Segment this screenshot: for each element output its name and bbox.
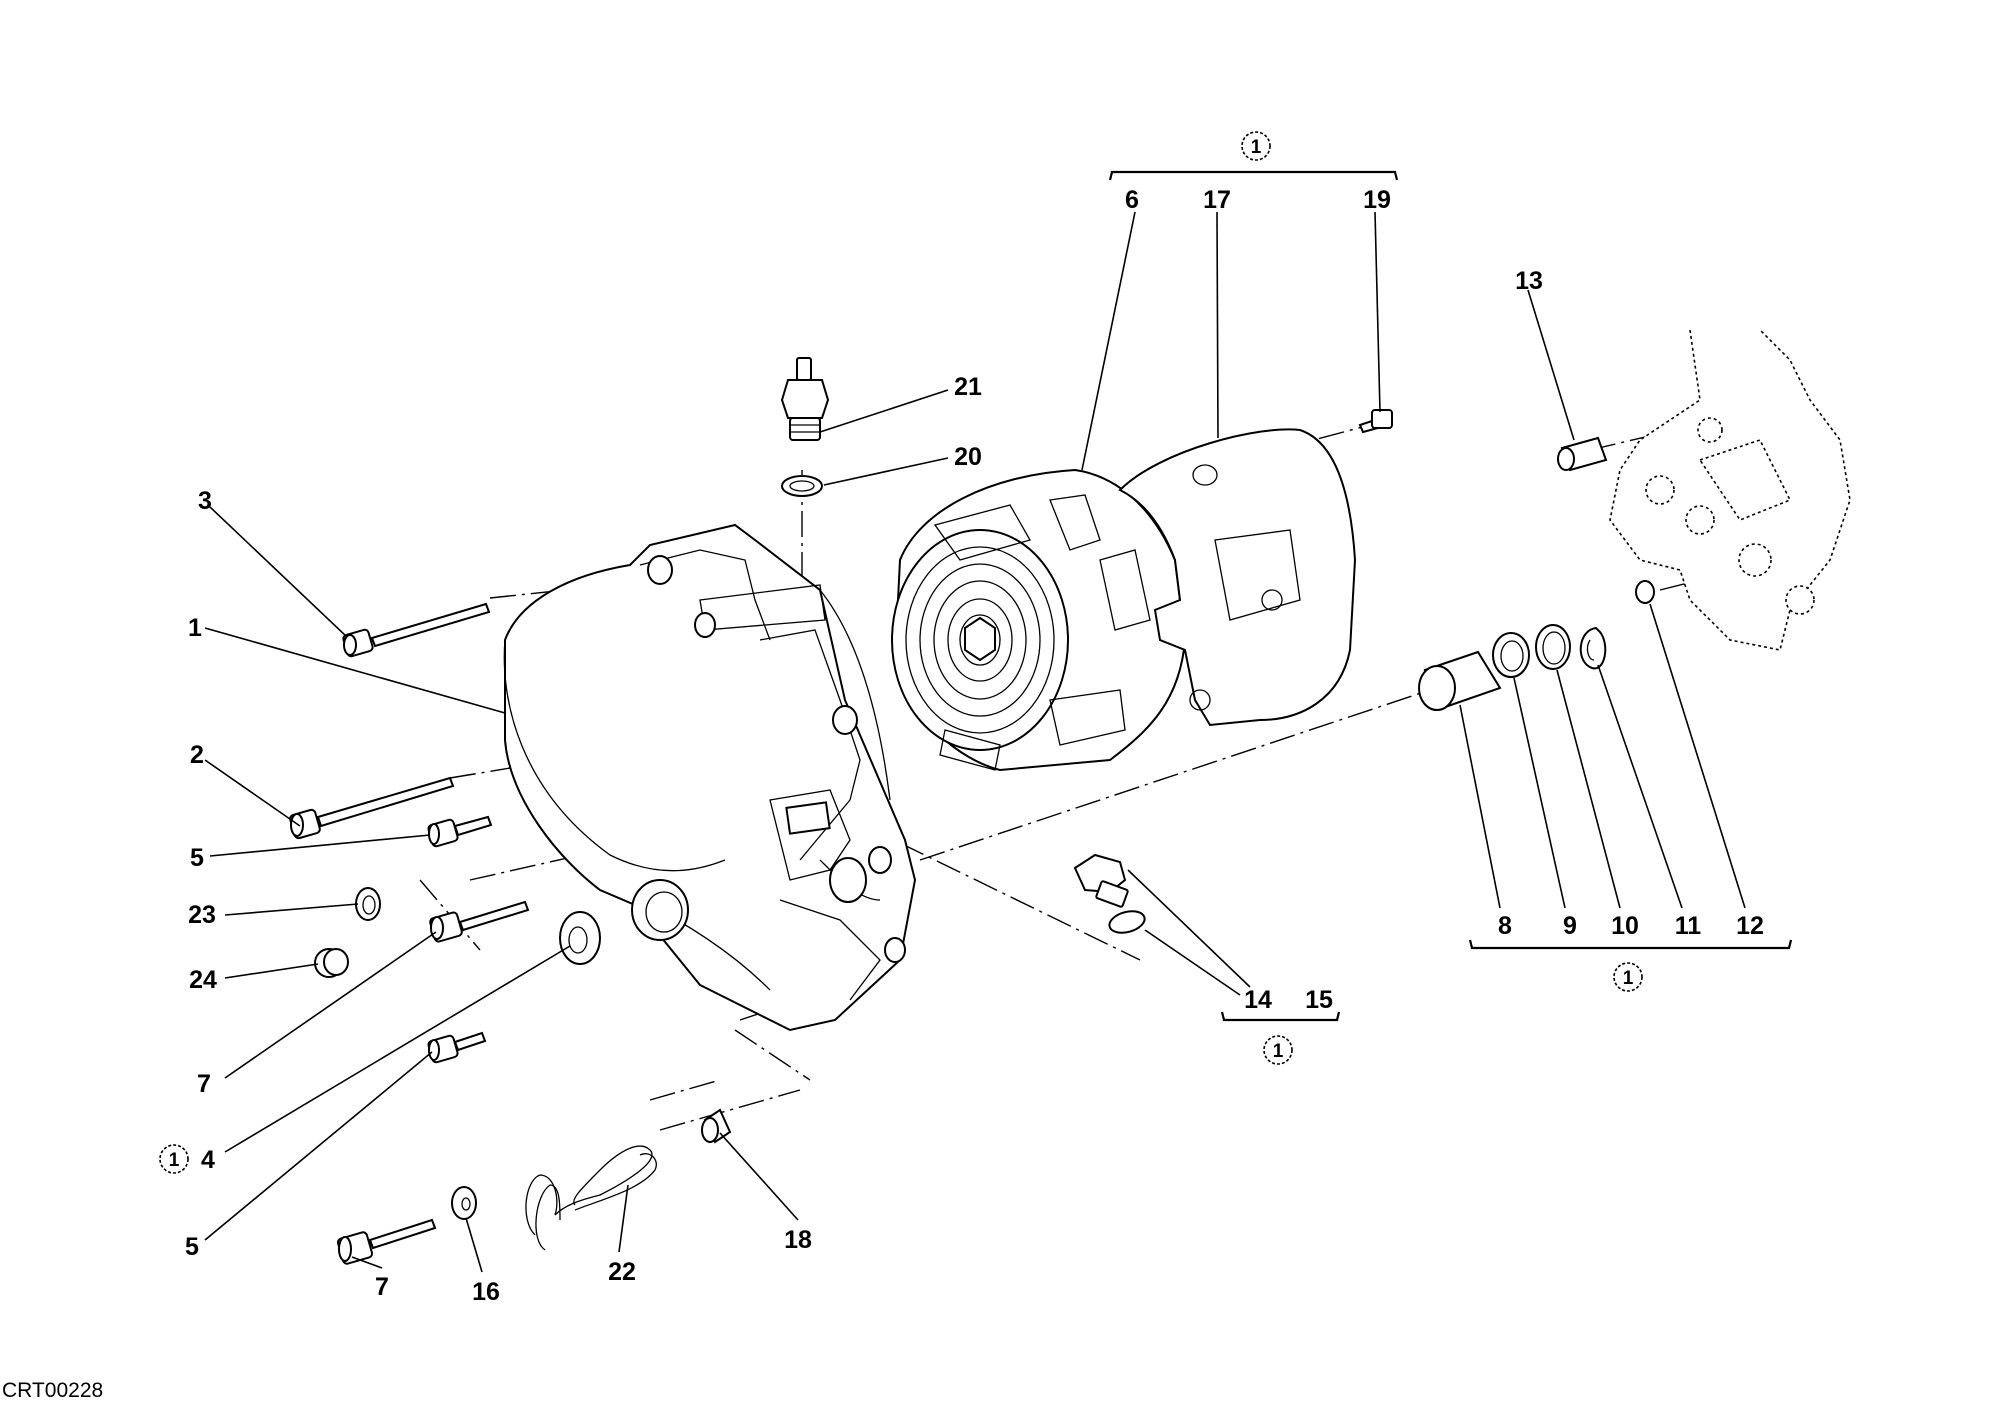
seal-ring-part-23 xyxy=(355,887,381,921)
bushing-part-18 xyxy=(701,1108,732,1144)
callout-24: 24 xyxy=(189,966,217,994)
washer-part-10 xyxy=(1535,624,1571,670)
callout-labels: 1 2 3 4 5 5 6 7 7 8 9 10 11 12 13 14 15 … xyxy=(185,186,1764,1306)
bushing-part-8 xyxy=(1418,650,1502,711)
kit-marker-right: 1 xyxy=(1613,962,1643,992)
callout-7-lower: 7 xyxy=(375,1273,389,1301)
callout-18: 18 xyxy=(784,1226,812,1254)
washer-part-16 xyxy=(451,1186,477,1220)
svg-text:1: 1 xyxy=(1251,137,1262,158)
callout-11: 11 xyxy=(1675,912,1702,940)
o-ring-part-12 xyxy=(1635,580,1655,604)
kit-bracket-top xyxy=(1108,170,1399,181)
bolt-part-5-lower xyxy=(427,1031,487,1064)
bolt-part-7-upper xyxy=(429,900,530,943)
callout-13: 13 xyxy=(1515,267,1543,295)
kit-marker-top: 1 xyxy=(1241,131,1271,161)
kit-bracket-14-15 xyxy=(1220,1011,1341,1022)
clutch-cover-part-1 xyxy=(503,523,917,1032)
callout-1: 1 xyxy=(188,614,202,642)
drawing-code: CRT00228 xyxy=(2,1379,103,1402)
callout-4: 4 xyxy=(201,1146,215,1174)
spring-clip-part-22 xyxy=(525,1145,657,1251)
svg-text:1: 1 xyxy=(1623,968,1634,989)
callout-6: 6 xyxy=(1125,186,1139,214)
callout-16: 16 xyxy=(472,1278,500,1306)
callout-9: 9 xyxy=(1563,912,1577,940)
callout-17: 17 xyxy=(1203,186,1231,214)
callout-5-lower: 5 xyxy=(185,1233,199,1261)
plug-part-24 xyxy=(314,948,349,978)
bolt-part-7-lower xyxy=(336,1218,437,1265)
svg-text:1: 1 xyxy=(169,1150,180,1171)
callout-10: 10 xyxy=(1611,912,1639,940)
callout-5-upper: 5 xyxy=(190,844,204,872)
screw-part-19 xyxy=(1358,409,1393,434)
callout-22: 22 xyxy=(608,1258,636,1286)
outer-cover-part-17 xyxy=(1118,428,1357,727)
callout-15: 15 xyxy=(1305,986,1333,1014)
o-ring-part-14 xyxy=(1108,910,1146,934)
washer-part-20 xyxy=(781,475,823,497)
bolt-part-5-upper xyxy=(427,815,493,848)
washer-part-9 xyxy=(1492,632,1530,678)
leader-lines xyxy=(204,211,1746,1273)
callout-19: 19 xyxy=(1363,186,1391,214)
circlip-part-11 xyxy=(1579,626,1607,670)
clutch-inner-cover-part-6 xyxy=(891,468,1187,772)
callout-8: 8 xyxy=(1498,912,1512,940)
oil-seal-part-4 xyxy=(559,911,601,965)
kit-bracket-right xyxy=(1468,939,1793,950)
callout-20: 20 xyxy=(954,443,982,471)
callout-7-upper: 7 xyxy=(197,1070,211,1098)
kit-marker-part-4: 1 xyxy=(159,1144,189,1174)
bolt-part-2 xyxy=(289,776,455,840)
callout-23: 23 xyxy=(188,901,216,929)
callout-2: 2 xyxy=(190,741,204,769)
bushing-part-13 xyxy=(1557,436,1608,472)
callout-12: 12 xyxy=(1736,912,1764,940)
callout-3: 3 xyxy=(198,487,212,515)
callout-21: 21 xyxy=(954,373,982,401)
filler-plug-part-15 xyxy=(1073,853,1129,908)
bolt-part-3 xyxy=(342,602,491,658)
svg-text:1: 1 xyxy=(1273,1041,1284,1062)
callout-14: 14 xyxy=(1244,986,1272,1014)
crankcase-context xyxy=(1609,329,1851,651)
sensor-part-21 xyxy=(780,357,830,441)
kit-marker-14-15: 1 xyxy=(1263,1035,1293,1065)
